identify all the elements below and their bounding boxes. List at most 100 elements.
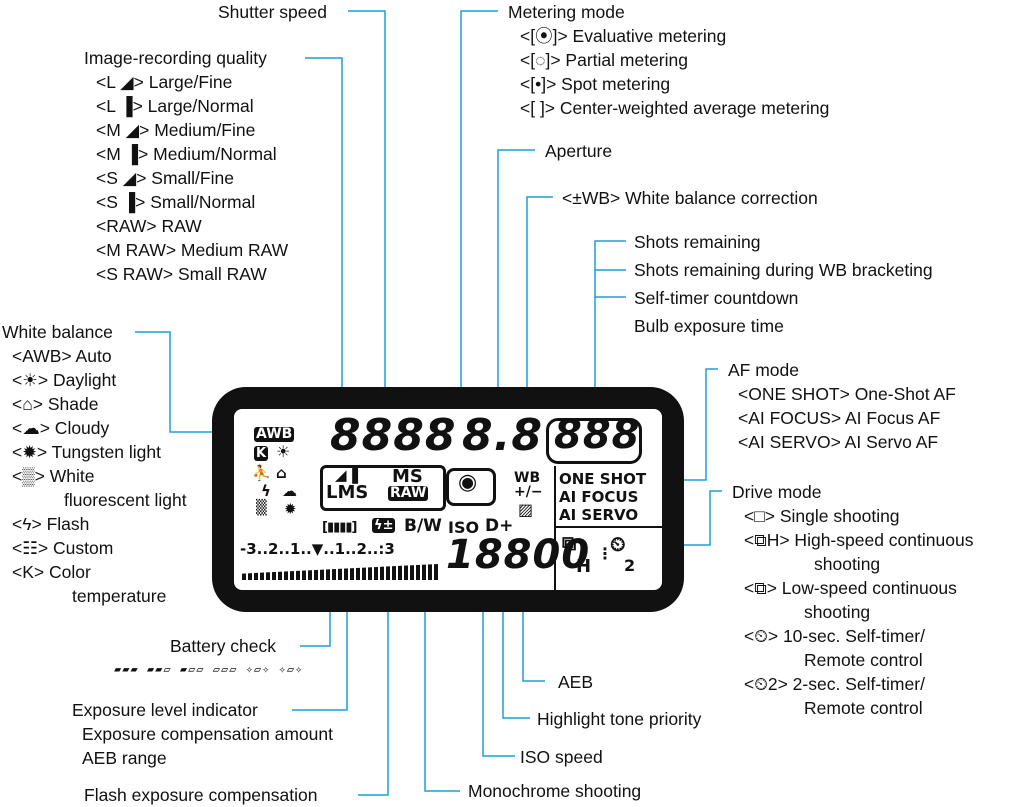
label-battery-check: Battery check: [170, 636, 277, 656]
lcd-flash-icon: ϟ: [261, 482, 271, 500]
lcd-daylight-icon: ☀: [276, 442, 291, 461]
lcd-quality-box: [320, 465, 446, 511]
lcd-shots-digits: 888: [554, 412, 641, 458]
quality-item: <M RAW> Medium RAW: [96, 240, 289, 260]
metering-item: <[◌]> Partial metering: [520, 50, 688, 70]
lcd-evaluative-icon: ◉: [458, 470, 478, 495]
wb-item: <✹> Tungsten light: [12, 442, 161, 462]
label-af-mode: AF mode: [728, 360, 799, 380]
lcd-d-plus: D+: [485, 516, 514, 536]
lcd-drive-h: H: [576, 556, 592, 577]
label-metering-mode: Metering mode: [508, 2, 625, 22]
wb-item: <AWB> Auto: [12, 346, 112, 366]
label-iso-speed: ISO speed: [520, 747, 603, 767]
lcd-aperture-digits: 8.8: [462, 410, 543, 461]
wb-item: <☀> Daylight: [12, 370, 117, 390]
quality-item: <S RAW> Small RAW: [96, 264, 267, 284]
label-self-timer-countdown: Self-timer countdown: [634, 288, 799, 308]
drive-item: <⏲> 10-sec. Self-timer/: [744, 626, 925, 646]
label-aeb: AEB: [558, 672, 594, 692]
label-bulb-exposure: Bulb exposure time: [634, 316, 784, 336]
lcd-flash-comp-icon: ϟ±: [372, 518, 396, 533]
lcd-continuous-icon: ⧉: [562, 531, 577, 555]
lcd-ai-servo: AI SERVO: [559, 506, 639, 524]
label-monochrome: Monochrome shooting: [468, 781, 642, 801]
battery-full-icon: ▰▰▰: [114, 662, 139, 676]
label-white-balance: White balance: [2, 322, 113, 342]
metering-item: <[ ]> Center-weighted average metering: [520, 98, 830, 118]
quality-item: <L ◢> Large/Fine: [96, 72, 233, 92]
lcd-ms: MS: [392, 466, 423, 487]
battery-empty-icon: ✧▱✧: [278, 662, 304, 676]
wb-item: fluorescent light: [64, 490, 187, 510]
lcd-bw: B/W: [404, 516, 442, 536]
lcd-k-mark: K: [254, 446, 269, 461]
lcd-exposure-scale: -3..2..1..▼..1..2..:3: [240, 540, 395, 558]
lcd-selftimer-icon: ⏲: [610, 532, 626, 556]
lcd-lms: LMS: [326, 482, 369, 503]
wb-item: <☁> Cloudy: [12, 418, 110, 438]
lcd-raw: RAW: [388, 485, 429, 501]
lcd-af-underline: [554, 526, 662, 528]
label-aperture: Aperture: [545, 141, 613, 161]
quality-item: <M ▐> Medium/Normal: [96, 144, 277, 164]
quality-item: <S ◢> Small/Fine: [96, 168, 234, 188]
label-shots-wb-bracketing: Shots remaining during WB bracketing: [634, 260, 933, 280]
quality-item: <S ▐> Small/Normal: [96, 192, 256, 212]
quality-item: <RAW> RAW: [96, 216, 202, 236]
lcd-battery-icon: [▮▮▮▮]: [322, 520, 357, 535]
drive-item: Remote control: [804, 698, 923, 718]
wb-item: <▒> White: [12, 466, 95, 486]
lcd-tungsten-icon: ✹: [284, 500, 297, 518]
lcd-shade-icon: ⌂: [276, 464, 287, 482]
quality-item: <M ◢> Medium/Fine: [96, 120, 256, 140]
lcd-custom-icon: ⛹: [252, 464, 271, 482]
battery-levels: ▰▰▰ ▰▰▱ ▰▱▱ ▱▱▱ ✧▱✧ ✧▱✧: [114, 662, 303, 676]
exposure-sub: Exposure compensation amount: [82, 724, 333, 744]
lcd-metering-box: [446, 468, 496, 506]
lcd-aeb-icon: ▨: [518, 500, 534, 519]
lcd-remote-icon: ⋮: [597, 544, 613, 563]
lcd-fine-icon: ◢▐: [335, 466, 359, 484]
quality-item: <L ▐> Large/Normal: [96, 96, 254, 116]
wb-item: temperature: [72, 586, 167, 606]
lcd-ai-focus: AI FOCUS: [559, 488, 639, 506]
label-exposure-level: Exposure level indicator: [72, 700, 258, 720]
af-item: <AI FOCUS> AI Focus AF: [738, 408, 941, 428]
wb-item: <⌂> Shade: [12, 394, 99, 414]
drive-item: <⧉H> High-speed continuous: [744, 530, 974, 550]
label-shots-remaining: Shots remaining: [634, 232, 761, 252]
lcd-one-shot: ONE SHOT: [559, 470, 647, 488]
drive-item: <⏲2> 2-sec. Self-timer/: [744, 674, 925, 694]
battery-1-icon: ▱▱▱: [212, 662, 238, 676]
drive-item: Remote control: [804, 650, 923, 670]
lcd-fluorescent-icon: ▒: [256, 500, 267, 516]
battery-3-icon: ▰▰▱: [146, 662, 172, 676]
drive-item: shooting: [814, 554, 881, 574]
lcd-cloudy-icon: ☁: [282, 482, 297, 500]
drive-item: <⧉> Low-speed continuous: [744, 578, 957, 598]
wb-item: <☷> Custom: [12, 538, 114, 558]
battery-low-icon: ✧▱✧: [245, 662, 271, 676]
drive-item: <□> Single shooting: [744, 506, 900, 526]
exposure-sub: AEB range: [82, 748, 167, 768]
lcd-af-divider: [554, 466, 556, 590]
lcd-awb: AWB: [254, 426, 295, 442]
metering-item: <[•]> Spot metering: [520, 74, 671, 94]
lcd-iso: ISO: [448, 518, 480, 537]
label-drive-mode: Drive mode: [732, 482, 822, 502]
wb-item: <K> Color: [12, 562, 91, 582]
lcd-shots-box: [546, 418, 642, 464]
lcd-drive-2: 2: [624, 556, 636, 575]
drive-item: shooting: [804, 602, 871, 622]
label-image-quality: Image-recording quality: [84, 48, 267, 68]
wb-item: <ϟ> Flash: [12, 514, 90, 534]
label-flash-comp: Flash exposure compensation: [84, 785, 318, 805]
lcd-wb-pm: +/−: [514, 484, 543, 500]
lcd-wb: WB: [514, 470, 541, 486]
label-shutter-speed: Shutter speed: [218, 2, 327, 22]
lcd-iso-digits: 18800: [446, 532, 591, 578]
af-item: <AI SERVO> AI Servo AF: [738, 432, 939, 452]
af-item: <ONE SHOT> One-Shot AF: [738, 384, 956, 404]
